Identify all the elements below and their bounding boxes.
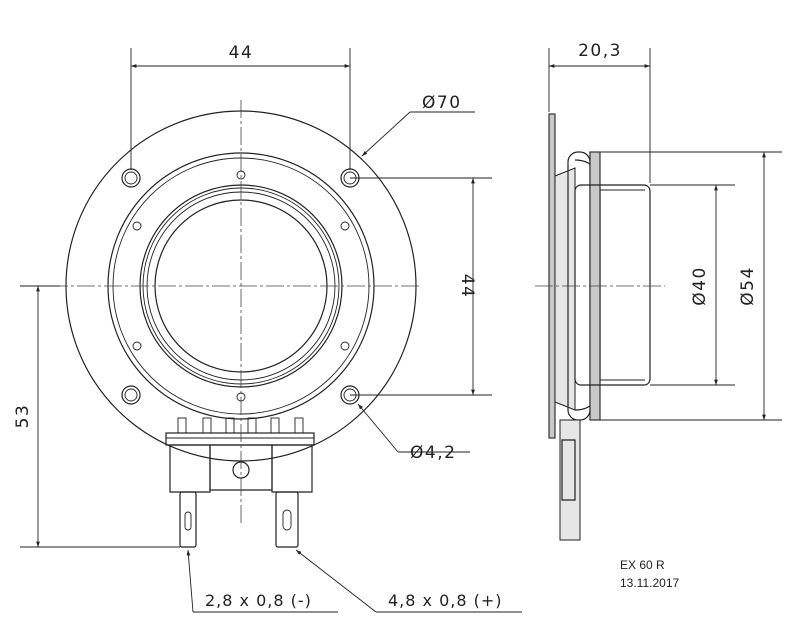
model-label: EX 60 R: [620, 558, 665, 572]
mounting-holes: [121, 168, 360, 405]
dim-outer-diameter-label: Ø70: [422, 93, 462, 113]
dim-mount-spacing: 44: [350, 177, 492, 396]
dim-front-width-label: 44: [229, 43, 254, 63]
dim-outer-diameter: Ø70: [361, 93, 475, 157]
dim-flange-diameter-label: Ø54: [738, 266, 758, 306]
dim-depth-label: 20,3: [578, 41, 622, 61]
dim-hole-diameter: Ø4,2: [357, 403, 470, 463]
terminal-pos-callout: 4,8 x 0,8 (+): [295, 549, 522, 613]
dim-inner-diameter-label: Ø40: [690, 266, 710, 306]
front-view: [50, 100, 420, 548]
dim-inner-diameter: Ø40: [650, 184, 735, 386]
terminal-neg-label: 2,8 x 0,8 (-): [205, 591, 312, 610]
dim-flange-diameter: Ø54: [600, 151, 782, 421]
dim-height-label: 53: [13, 404, 33, 429]
terminal-pos-label: 4,8 x 0,8 (+): [388, 591, 503, 610]
dim-mount-spacing-label: 44: [457, 274, 477, 299]
date-label: 13.11.2017: [620, 576, 679, 590]
dim-height: 53: [13, 285, 180, 548]
front-plate: [548, 113, 556, 439]
dim-depth: 20,3: [548, 41, 651, 183]
dim-hole-diameter-label: Ø4,2: [410, 443, 456, 463]
side-view: [535, 113, 665, 541]
dim-front-width: 44: [130, 43, 351, 170]
terminal-neg-callout: 2,8 x 0,8 (-): [186, 549, 338, 613]
terminal-block: [165, 417, 315, 548]
title-block: EX 60 R 13.11.2017: [620, 558, 679, 590]
